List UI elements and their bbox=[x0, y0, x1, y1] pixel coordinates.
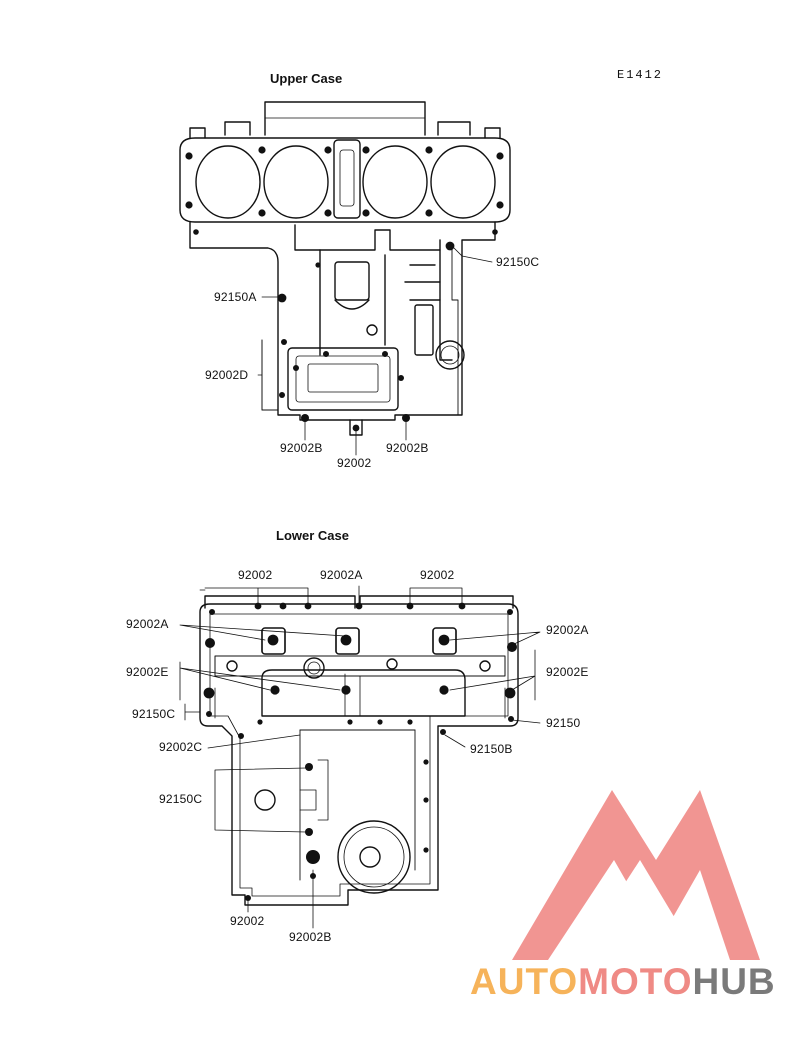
lower-label-92150C-left: 92150C bbox=[132, 707, 176, 721]
upper-label-92002B-left: 92002B bbox=[280, 441, 323, 455]
lower-label-92150B: 92150B bbox=[470, 742, 513, 756]
diagram-code: E1412 bbox=[617, 68, 664, 82]
lower-label-92002C: 92002C bbox=[159, 740, 203, 754]
lower-label-92002-top-right: 92002 bbox=[420, 568, 455, 582]
lower-label-92002E-left: 92002E bbox=[126, 665, 169, 679]
lower-label-92150C-mid: 92150C bbox=[159, 792, 203, 806]
upper-label-92002B-right: 92002B bbox=[386, 441, 429, 455]
watermark-moto: MOTO bbox=[578, 961, 693, 1002]
watermark-logo bbox=[512, 790, 760, 960]
upper-case-drawing bbox=[179, 101, 511, 456]
lower-case-title: Lower Case bbox=[276, 528, 349, 543]
watermark-text: AUTOMOTOHUB bbox=[470, 962, 776, 1002]
watermark-hub: HUB bbox=[692, 961, 776, 1002]
upper-label-92150A: 92150A bbox=[214, 290, 257, 304]
lower-label-92002A-top: 92002A bbox=[320, 568, 363, 582]
lower-label-92002A-left: 92002A bbox=[126, 617, 169, 631]
lower-label-92002A-right: 92002A bbox=[546, 623, 589, 637]
lower-label-92002B-bottom: 92002B bbox=[289, 930, 332, 944]
lower-label-92150-right: 92150 bbox=[546, 716, 581, 730]
upper-case-title: Upper Case bbox=[270, 71, 343, 86]
upper-label-92002D: 92002D bbox=[205, 368, 249, 382]
lower-case-drawing bbox=[179, 585, 541, 929]
lower-label-92002-bottom: 92002 bbox=[230, 914, 265, 928]
lower-label-92002-top-left: 92002 bbox=[238, 568, 273, 582]
watermark-auto: AUTO bbox=[470, 961, 579, 1002]
upper-label-92002: 92002 bbox=[337, 456, 372, 470]
upper-label-92150C: 92150C bbox=[496, 255, 540, 269]
lower-label-92002E-right: 92002E bbox=[546, 665, 589, 679]
